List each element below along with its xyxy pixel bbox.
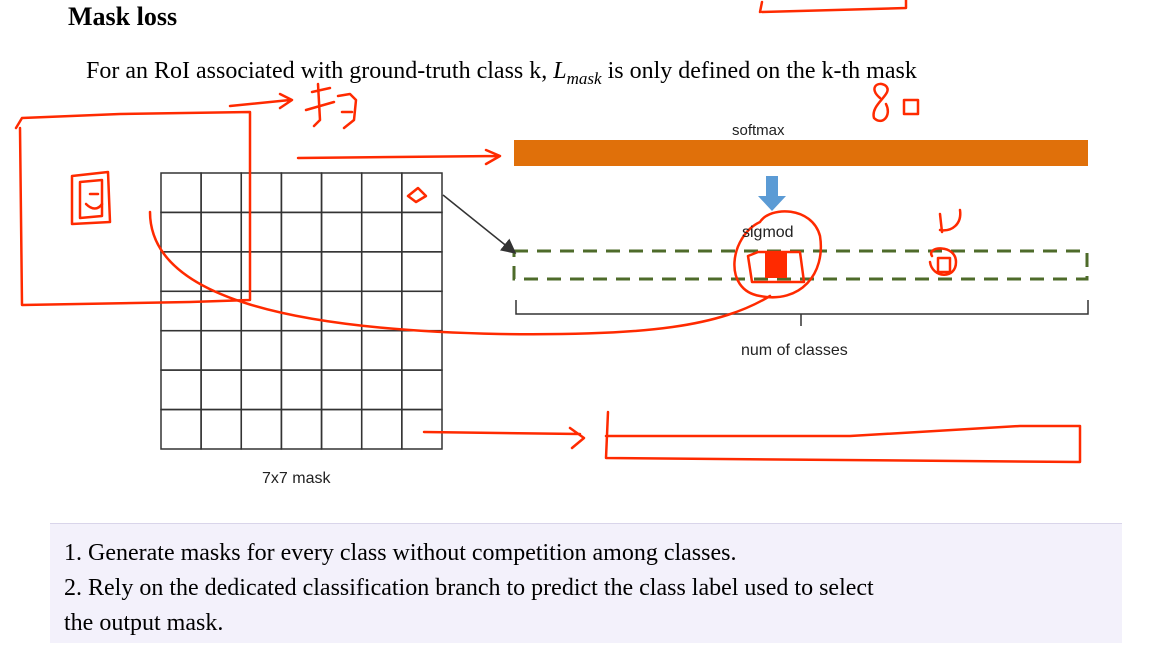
grid-cell	[401, 211, 443, 253]
grid-cell	[240, 408, 283, 450]
grid-cell	[280, 290, 323, 332]
grid-cell	[360, 408, 403, 450]
grid-cell	[280, 329, 323, 371]
grid-cell	[160, 290, 202, 332]
grid-cell	[240, 211, 283, 253]
note-line: the output mask.	[64, 610, 224, 636]
grid-cell	[240, 172, 283, 214]
softmax-label: softmax	[732, 122, 785, 139]
grid-cell	[280, 369, 323, 411]
grid-cell	[401, 290, 443, 332]
grid-cell	[200, 408, 242, 450]
note-line: 2. Rely on the dedicated classification …	[64, 575, 874, 601]
grid-cell	[160, 329, 202, 371]
grid-cell	[240, 329, 283, 371]
grid-cell	[360, 172, 403, 214]
grid-cell	[401, 369, 443, 411]
subtitle-suffix: is only defined on the k-th mask	[607, 58, 917, 84]
grid-cell	[320, 369, 363, 411]
grid-cell	[401, 408, 443, 450]
grid-cell	[280, 172, 323, 214]
num-classes-bracket	[515, 300, 1089, 326]
grid-cell	[200, 329, 242, 371]
handwritten-annotations	[14, 0, 1082, 464]
grid-cell	[320, 408, 363, 450]
cell-to-vector-arrow	[442, 194, 517, 254]
softmax-bar	[514, 140, 1088, 166]
mask-grid	[160, 172, 443, 450]
loss-symbol-sub: mask	[566, 68, 602, 88]
slide-title: Mask loss	[68, 2, 178, 31]
grid-cell	[280, 408, 323, 450]
loss-symbol: Lmask	[553, 58, 601, 88]
grid-cell	[320, 251, 363, 293]
slide-subtitle: For an RoI associated with ground-truth …	[86, 58, 917, 89]
grid-cell	[360, 251, 403, 293]
grid-cell	[160, 408, 202, 450]
grid-cell	[240, 369, 283, 411]
loss-symbol-main: L	[553, 58, 567, 84]
grid-cell	[160, 172, 202, 214]
grid-cell	[200, 251, 242, 293]
note-line: 1. Generate masks for every class withou…	[64, 540, 737, 566]
grid-cell	[280, 251, 323, 293]
grid-cell	[160, 369, 202, 411]
grid-cell	[401, 251, 443, 293]
grid-caption: 7x7 mask	[262, 470, 331, 487]
sigmoid-label: sigmod	[742, 224, 794, 241]
grid-cell	[360, 211, 403, 253]
num-classes-label: num of classes	[741, 342, 848, 359]
grid-cell	[360, 290, 403, 332]
grid-cell	[320, 329, 363, 371]
notes-box: 1. Generate masks for every class withou…	[50, 523, 1122, 643]
grid-cell	[320, 172, 363, 214]
grid-cell	[200, 290, 242, 332]
grid-cell	[360, 329, 403, 371]
subtitle-prefix: For an RoI associated with ground-truth …	[86, 58, 548, 84]
grid-cell	[200, 369, 242, 411]
grid-cell	[200, 172, 242, 214]
grid-cell	[160, 211, 202, 253]
down-arrow-icon	[758, 176, 786, 211]
selected-class-cell	[765, 252, 787, 278]
grid-cell	[280, 211, 323, 253]
grid-cell	[240, 251, 283, 293]
grid-cell	[320, 211, 363, 253]
grid-cell	[360, 369, 403, 411]
grid-cell	[200, 211, 242, 253]
grid-cell	[401, 329, 443, 371]
